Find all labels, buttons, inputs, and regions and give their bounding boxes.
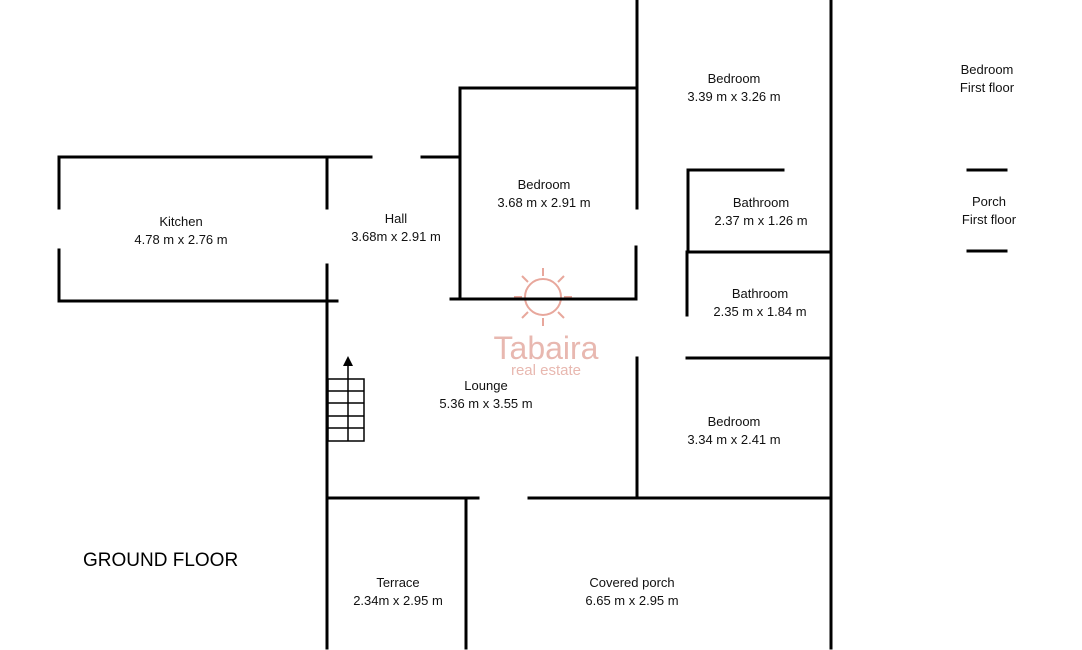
- room-bedroom-top-dims: 3.39 m x 3.26 m: [687, 89, 780, 104]
- room-bathroom-lower-dims: 2.35 m x 1.84 m: [713, 304, 806, 319]
- room-bedroom-center-dims: 3.68 m x 2.91 m: [497, 195, 590, 210]
- room-lounge-name: Lounge: [464, 378, 507, 393]
- room-bedroom-first-floor-level: First floor: [960, 80, 1015, 95]
- watermark-logo: Tabaira real estate: [494, 268, 599, 379]
- room-bedroom-lower-name: Bedroom: [708, 414, 761, 429]
- room-hall-name: Hall: [385, 211, 408, 226]
- floor-title: GROUND FLOOR: [83, 550, 238, 571]
- room-bathroom-upper-dims: 2.37 m x 1.26 m: [714, 213, 807, 228]
- room-covered-porch-name: Covered porch: [589, 575, 674, 590]
- watermark-tagline: real estate: [511, 362, 581, 379]
- stair-arrow-icon: [343, 356, 353, 366]
- room-porch-first-floor-name: Porch: [972, 194, 1006, 209]
- room-bedroom-first-floor-name: Bedroom: [961, 62, 1014, 77]
- walls: [57, 0, 1008, 650]
- room-terrace-dims: 2.34m x 2.95 m: [353, 593, 443, 608]
- room-bathroom-lower-name: Bathroom: [732, 286, 788, 301]
- watermark-brand: Tabaira: [494, 330, 599, 366]
- room-hall-dims: 3.68m x 2.91 m: [351, 229, 441, 244]
- room-kitchen-dims: 4.78 m x 2.76 m: [134, 232, 227, 247]
- room-covered-porch-dims: 6.65 m x 2.95 m: [585, 593, 678, 608]
- room-bedroom-lower-dims: 3.34 m x 2.41 m: [687, 432, 780, 447]
- room-bedroom-center-name: Bedroom: [518, 177, 571, 192]
- room-terrace-name: Terrace: [376, 575, 419, 590]
- room-bedroom-top-name: Bedroom: [708, 71, 761, 86]
- room-lounge-dims: 5.36 m x 3.55 m: [439, 396, 532, 411]
- room-bathroom-upper-name: Bathroom: [733, 195, 789, 210]
- room-kitchen-name: Kitchen: [159, 214, 202, 229]
- sun-logo-icon: [514, 268, 572, 326]
- room-porch-first-floor-level: First floor: [962, 212, 1017, 227]
- staircase-icon: [327, 356, 365, 442]
